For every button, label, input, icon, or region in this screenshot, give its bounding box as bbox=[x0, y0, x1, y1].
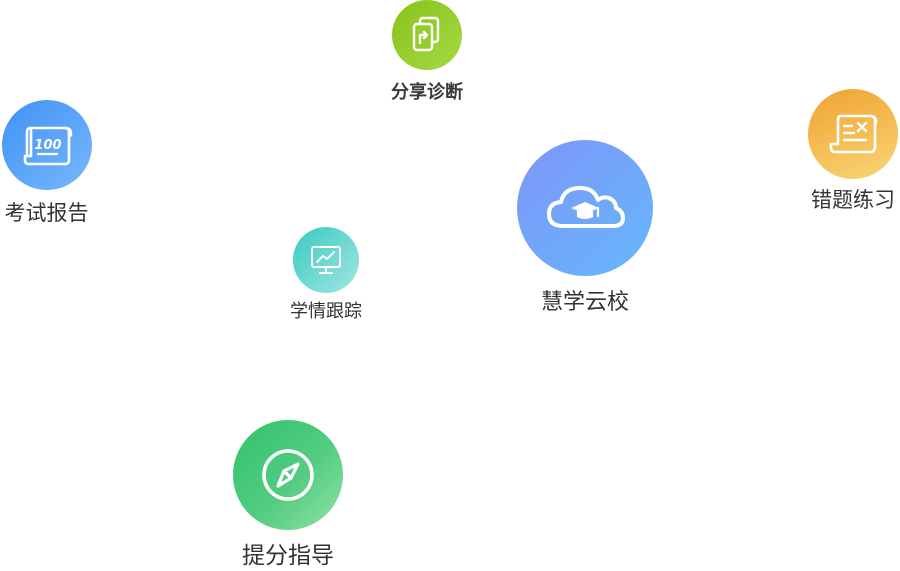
share-diagnosis-circle[interactable] bbox=[392, 0, 462, 70]
wrong-question-icon bbox=[829, 114, 878, 154]
cloud-school-icon bbox=[547, 186, 625, 228]
learning-tracking-label: 学情跟踪 bbox=[290, 301, 362, 322]
share-diagnosis-icon bbox=[412, 16, 440, 52]
score-guidance-label: 提分指导 bbox=[242, 543, 334, 569]
learning-tracking-circle[interactable] bbox=[293, 227, 359, 293]
score-guidance-circle[interactable] bbox=[233, 420, 343, 530]
node-share-diagnosis[interactable]: 分享诊断 bbox=[388, 0, 466, 102]
exam-report-label: 考试报告 bbox=[4, 201, 89, 225]
wrong-questions-circle[interactable] bbox=[808, 89, 898, 179]
svg-text:100: 100 bbox=[34, 138, 61, 153]
node-exam-report[interactable]: 100 考试报告 bbox=[0, 100, 93, 224]
learning-track-icon bbox=[311, 246, 341, 274]
share-diagnosis-label: 分享诊断 bbox=[391, 82, 463, 103]
node-score-guidance[interactable]: 提分指导 bbox=[230, 420, 346, 568]
node-learning-tracking[interactable]: 学情跟踪 bbox=[285, 227, 367, 321]
compass-icon bbox=[262, 449, 314, 501]
node-wrong-questions[interactable]: 错题练习 bbox=[806, 89, 900, 211]
cloud-school-label: 慧学云校 bbox=[540, 290, 629, 315]
node-cloud-school[interactable]: 慧学云校 bbox=[516, 140, 654, 314]
exam-report-circle[interactable]: 100 bbox=[1, 100, 92, 190]
wrong-questions-label: 错题练习 bbox=[811, 188, 895, 212]
exam-report-icon: 100 bbox=[23, 126, 72, 166]
cloud-school-circle[interactable] bbox=[517, 140, 653, 276]
